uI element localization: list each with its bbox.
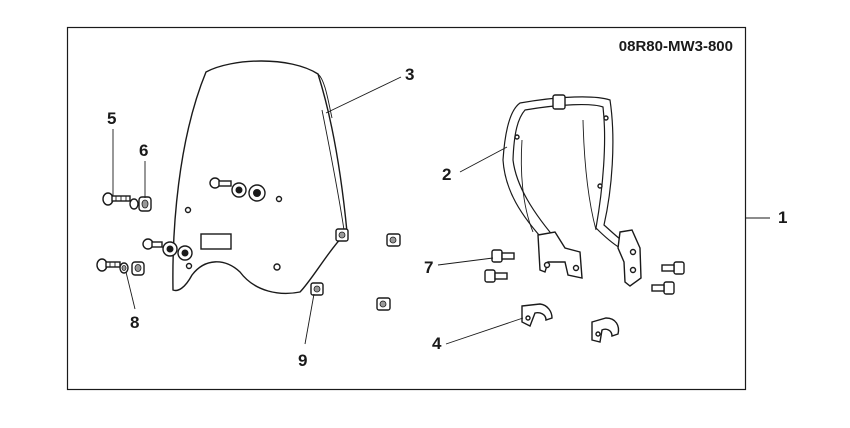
nuts-9 [310, 228, 401, 311]
bolts-7 [484, 249, 685, 295]
leader-8 [125, 271, 136, 310]
callout-2: 2 [442, 165, 451, 184]
callout-7: 7 [424, 258, 433, 277]
callout-1: 1 [778, 208, 787, 227]
bolt-8 [96, 258, 145, 276]
callout-9: 9 [298, 351, 307, 370]
callout-4: 4 [432, 334, 442, 353]
leader-3 [325, 76, 402, 114]
leader-7 [437, 257, 494, 266]
diagram-frame [66, 26, 747, 391]
clamps-4 [521, 303, 620, 343]
bolt-5 [102, 192, 131, 206]
leader-9 [304, 293, 315, 345]
callout-8: 8 [130, 313, 139, 332]
callout-6: 6 [139, 141, 148, 160]
callout-5: 5 [107, 109, 116, 128]
screen-mounting-bolts [142, 177, 266, 261]
callout-3: 3 [405, 65, 414, 84]
mounting-bracket [502, 94, 642, 287]
part-number: 08R80-MW3-800 [619, 38, 733, 55]
washer-6 [129, 196, 152, 212]
leader-4 [445, 317, 524, 345]
windscreen [142, 60, 348, 295]
leader-2 [459, 146, 508, 173]
